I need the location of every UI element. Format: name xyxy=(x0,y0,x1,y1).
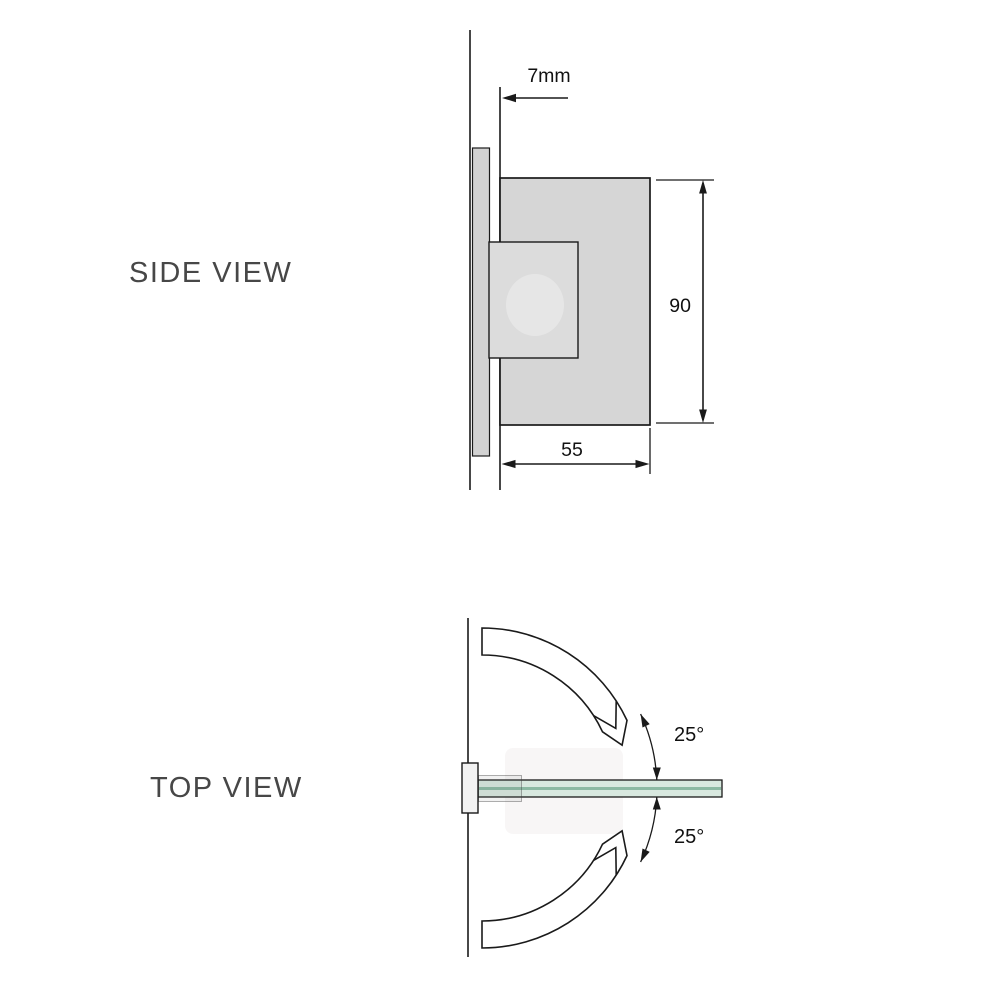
break-chevron-lower-icon xyxy=(593,846,617,876)
arrowhead-up-icon xyxy=(699,180,707,194)
door-swing-arc-lower xyxy=(481,829,628,949)
arrowhead-down-icon xyxy=(640,848,650,862)
door-swing-arc-upper xyxy=(481,627,628,747)
side-view: SIDE VIEW 7mm 90 55 xyxy=(129,30,714,490)
angle-lower-value: 25° xyxy=(674,826,704,848)
dimension-7mm-value: 7mm xyxy=(527,65,570,87)
arrowhead-up-icon xyxy=(652,797,661,810)
wall-mount-plate xyxy=(461,762,479,814)
wall-plate xyxy=(471,147,491,457)
dimension-90-value: 90 xyxy=(669,295,691,317)
arrowhead-right-icon xyxy=(635,459,650,469)
arrowhead-down-icon xyxy=(652,767,661,780)
angle-upper-value: 25° xyxy=(674,724,704,746)
arrowhead-left-icon xyxy=(501,459,516,469)
hinge-clamp xyxy=(478,775,522,802)
break-chevron-upper-icon xyxy=(593,700,617,730)
arrowhead-up-icon xyxy=(640,714,650,728)
dimension-angle-upper: 25° xyxy=(640,713,704,781)
dimension-angle-lower: 25° xyxy=(640,796,704,863)
top-view: TOP VIEW 25° 25° xyxy=(150,618,723,957)
arrowhead-left-icon xyxy=(502,93,516,103)
dimension-7mm: 7mm xyxy=(502,65,571,103)
top-view-label: TOP VIEW xyxy=(150,772,303,804)
dimension-90: 90 xyxy=(656,179,714,424)
arrowhead-down-icon xyxy=(699,409,707,423)
dimension-55: 55 xyxy=(501,428,651,474)
surface-highlight xyxy=(506,274,564,336)
side-view-label: SIDE VIEW xyxy=(129,257,292,289)
dimension-55-value: 55 xyxy=(561,439,583,461)
